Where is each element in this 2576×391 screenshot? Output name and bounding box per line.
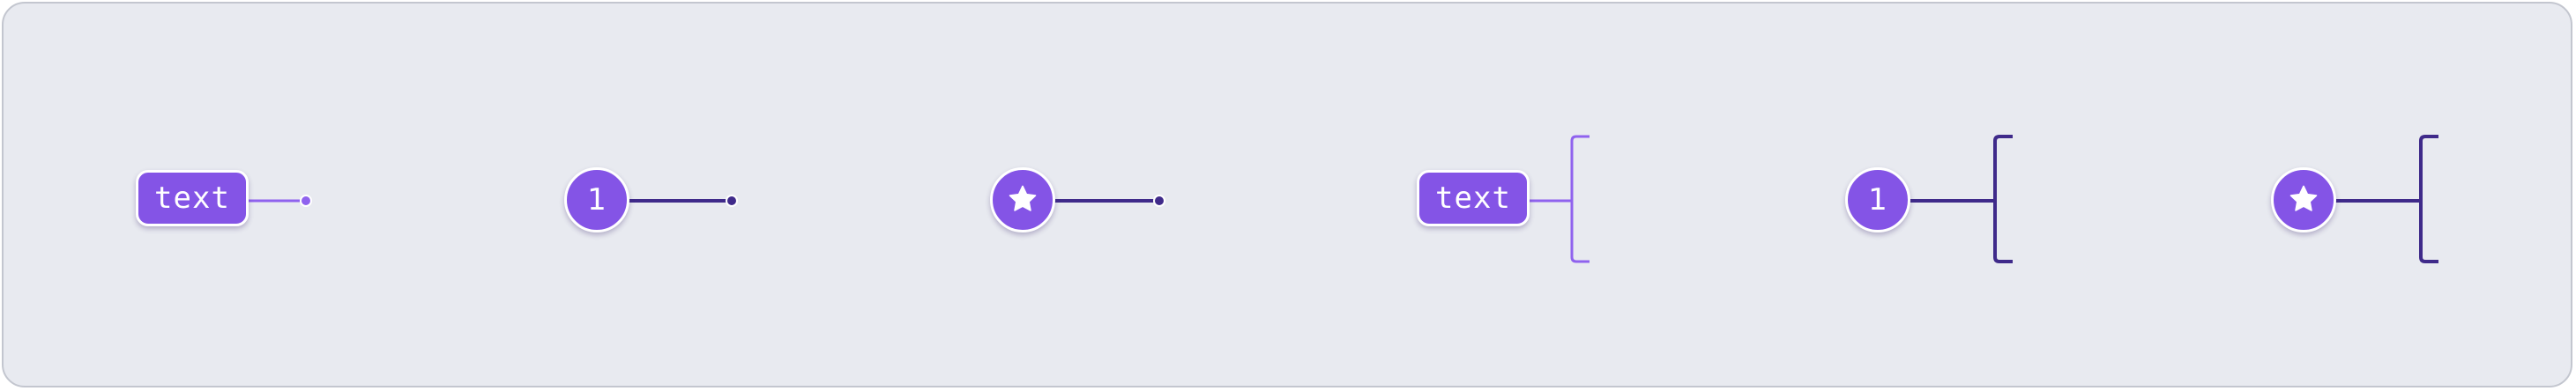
connector-line-dot — [626, 195, 738, 207]
connector-bracket — [1907, 135, 2013, 263]
number-marker-dot[interactable]: 1 — [564, 132, 749, 266]
connector-bracket — [2333, 135, 2438, 263]
icon-badge — [2271, 167, 2336, 232]
text-label-pill: text — [1417, 170, 1530, 226]
number-badge: 1 — [564, 167, 629, 232]
text-label-pill: text — [136, 170, 249, 226]
star-icon — [2289, 185, 2318, 211]
text-marker-dot[interactable]: text — [136, 132, 321, 266]
text-marker-bracket[interactable]: text — [1417, 132, 1611, 266]
number-badge: 1 — [1845, 167, 1910, 232]
icon-badge — [990, 167, 1055, 232]
connector-line-dot — [247, 195, 312, 207]
star-icon — [1009, 185, 1037, 211]
connector-bracket — [1528, 135, 1590, 263]
number-marker-bracket[interactable]: 1 — [1845, 132, 2039, 266]
connector-line-dot — [1052, 195, 1165, 207]
icon-marker-bracket[interactable] — [2271, 132, 2465, 266]
icon-marker-dot[interactable] — [990, 132, 1175, 266]
